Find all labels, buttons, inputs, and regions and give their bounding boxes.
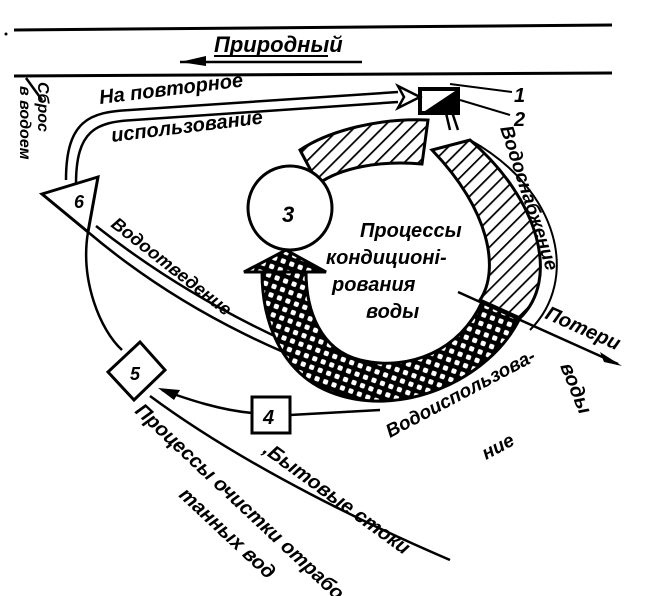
leader-1 <box>449 83 513 93</box>
node-4-box <box>250 395 292 435</box>
intake-node: 1 2 <box>418 83 525 131</box>
node-5-label: 5 <box>130 364 141 384</box>
leader-2 <box>459 99 511 116</box>
node-6-triangle <box>38 174 100 235</box>
node-1-label: 1 <box>514 85 525 107</box>
intake-triangle <box>422 89 458 113</box>
losses-arrow-head <box>600 352 622 366</box>
node-5-box <box>105 339 168 403</box>
water-supply-outer-line <box>469 139 558 331</box>
node-4: 4 <box>158 388 381 435</box>
reuse-line-inner <box>74 100 399 185</box>
natural-watercourse: Природный <box>4 23 613 78</box>
intake-pipe-b <box>450 111 460 131</box>
node-2-label: 2 <box>513 109 525 131</box>
node-3: 3 <box>246 164 334 252</box>
water-use-arrow-head <box>243 248 327 274</box>
reuse-label-2: использование <box>110 107 264 147</box>
center-label-4: воды <box>366 301 419 323</box>
node-5: 5 <box>105 339 168 403</box>
water-use-label-2: ние <box>478 430 518 465</box>
discharge-flow: Сброс в водоем <box>16 77 51 160</box>
center-label-1: Процессы <box>360 220 462 242</box>
losses-line <box>457 290 619 366</box>
river-bottom-bank <box>13 71 613 78</box>
node-6: 6 <box>38 174 100 235</box>
conditioning-hatched-segment <box>298 118 430 187</box>
losses-label-2: воды <box>555 360 595 418</box>
center-label-2: кондиционі- <box>326 247 447 269</box>
discharge-label-1: Сброс <box>34 82 51 132</box>
reuse-line-outer <box>64 90 399 181</box>
flow-arrow-head <box>180 56 206 66</box>
river-label: Природный <box>214 32 343 57</box>
node-4-label: 4 <box>262 407 274 429</box>
speck <box>4 32 8 36</box>
treatment-outer-arc <box>149 394 451 562</box>
arrow-to-5 <box>158 388 180 400</box>
discharge-line <box>24 77 44 101</box>
water-disposal-label: Водоотведение <box>108 213 236 319</box>
center-label-3: рования <box>331 274 416 296</box>
river-top-bank <box>13 23 613 32</box>
intake-pipe-a <box>444 112 452 131</box>
node-3-circle <box>246 164 334 252</box>
node-3-label: 3 <box>282 202 294 227</box>
reuse-arrow-head <box>394 83 423 111</box>
link-use-4 <box>289 408 381 417</box>
link-6-5 <box>84 231 123 351</box>
node-6-label: 6 <box>74 192 85 212</box>
center-label: Процессы кондиционі- рования воды <box>326 220 462 323</box>
discharge-label-2: в водоем <box>16 86 33 160</box>
